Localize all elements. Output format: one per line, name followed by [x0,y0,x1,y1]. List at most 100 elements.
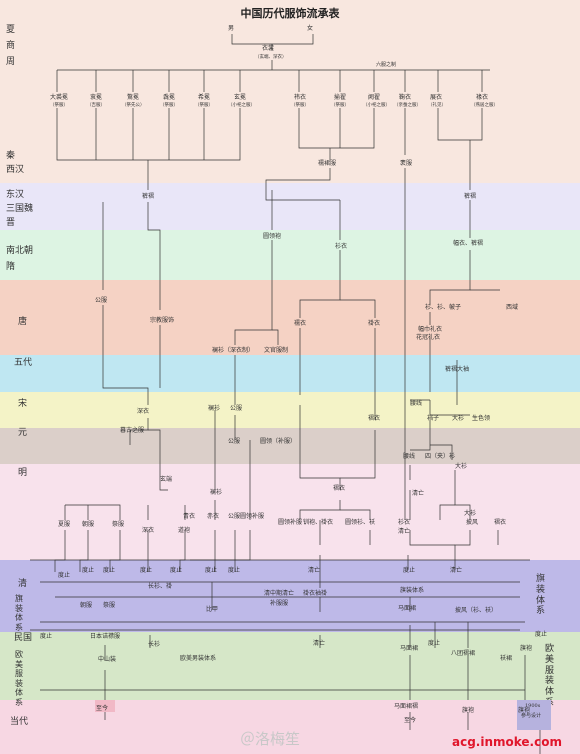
node-zhany-sub: （礼见） [428,101,446,108]
node-guayi2: 褂衣袖褂 [303,589,327,597]
node-zongjiao: 宗教服饰 [150,316,174,324]
connector-lines [30,34,541,754]
node-gunm: 衮冕 [90,93,102,101]
node-xuanduan: 玄端 [160,475,172,483]
node-xiaf: 夏服 [58,521,70,528]
node-fuxing: 幅巾礼衣 [418,325,442,333]
era-minguo-label: 民国 [14,633,33,643]
band-qing [0,560,580,632]
node-qued: 阙翟 [368,93,380,101]
node-duzhi-mg: 度止 [428,639,440,647]
node-lanshan3: 襕衫 [210,488,222,496]
node-qingchi-2: 清亡 [398,527,410,535]
node-bim-sub: （祭先公） [122,101,145,108]
minguo-side-system: 欧美服装体系 [15,650,23,707]
node-mamian2: 马面裙 [400,644,418,652]
node-chaofu2: 朝服 [80,601,92,609]
node-liufu: 六服之制 [376,61,396,68]
node-qipao2: 旗袍 [462,706,474,714]
node-guayi: 褂衣 [368,319,380,327]
node-ruyi: 襦衣 [294,319,306,327]
node-qiaozi-a: 腰线 [410,399,422,407]
node-qizhuang: 旗装体系 [400,586,424,594]
era-xia-label: 夏 [6,25,16,35]
node-changshan2: 长衫 [148,640,160,648]
node-bijia: 比甲 [206,605,218,613]
node-xiyu: 西域 [506,303,518,311]
node-yuanlingpao: 圆领衫、袄 [345,518,375,526]
site-link[interactable]: acg.inmoke.com [452,735,562,749]
node-dashan2: 大衫 [455,462,467,470]
node-yaod-sub: （祭服） [331,101,349,108]
node-zhiqun: 褶衣 [494,518,506,526]
era-nanbei-label: 南北朝 [6,246,34,256]
era-wudai-label: 五代 [14,358,33,368]
node-kuzhe2: 裤褶 [464,192,476,200]
node-gongfu2: 公服 [230,405,242,412]
era-sanguo-label: 三国魏 [6,204,34,214]
node-qingzhong: 清中期清亡 [264,589,294,597]
node-duzhi-4: 度止 [140,566,152,574]
node-yaod: 揄翟 [334,93,346,101]
node-qingchi: 清亡 [313,639,325,647]
node-dayq-sub: （祭服） [50,101,68,108]
node-chuanpao: 钏袍、褂衣 [303,518,333,526]
node-juyi: 鞠衣 [399,93,411,101]
node-duzhi-2: 度止 [82,566,94,574]
era-jin-label: 晋 [6,218,16,228]
node-yeshu: 腰线 [403,452,415,460]
node-jifu2: 祭服 [103,601,115,609]
node-zhongshan: 中山装 [98,655,116,663]
node-labels: 男 女 衣裳 （玄端、深衣） 六服之制 大裘冕 （祭服） 衮冕 （吉服） 鷩冕 … [40,24,547,724]
era-donghan-label: 东汉 [6,190,25,200]
node-1900s: 1900s [525,703,541,709]
node-chiyi: 赤衣 [207,512,219,520]
band-ming [0,464,580,560]
node-yishang-sub: （玄端、深衣） [255,53,287,60]
node-qiaozi: 裆子 [427,414,439,422]
node-yuanlingbf: 圆领补服 [240,512,264,520]
band-nanbei-sui [0,230,580,280]
node-yuanling: 圆领袍 [263,232,281,240]
node-nv: 女 [307,24,313,32]
node-qingyi: 青衣 [183,512,195,520]
node-dashan3: 大衫 [464,509,476,517]
node-cuim: 毳冕 [163,93,175,101]
node-kuzhe3: 裤褶大袖 [445,365,469,373]
node-kuzhe: 裤褶 [142,192,154,200]
node-qingchi-3: 清亡 [308,566,320,574]
node-zhuyi: 褶衣 [333,484,345,492]
node-pifeng2: 披风 [466,518,478,526]
node-jifu: 祭服 [112,520,124,528]
band-wudai [0,355,580,392]
node-riben: 日本诘襟服 [90,632,120,640]
node-bajun: 八团褶裙 [451,649,475,657]
node-bianfu: 暮古之服 [120,426,144,434]
node-gunm-sub: （吉服） [87,102,105,108]
node-mamian: 马面裙 [398,604,416,612]
node-buffu: 补服服 [270,599,288,607]
node-qipao: 旗袍 [520,644,532,652]
node-pifeng3: 披风（衫、袄） [455,606,497,614]
era-zhou-label: 周 [6,57,16,67]
node-qipao3: 旗袍 [518,706,530,714]
qing-right-system: 旗装体系 [536,574,546,617]
node-luy: 褖衣 [476,93,488,101]
node-cuim-sub: （祭服） [160,101,178,108]
node-chaofu: 朝服 [82,520,94,528]
watermark: ＠洛梅笙 [240,730,301,748]
node-qingchi-ming: 清亡 [412,489,424,497]
node-luy-sub: （燕居之服） [471,101,498,108]
highlight-zhijin [95,700,115,712]
node-xim-sub: （祭服） [195,101,213,108]
era-sui-label: 隋 [6,262,16,272]
node-duzhi-minguo: 度止 [40,632,52,640]
node-dayq: 大裘冕 [50,93,68,101]
node-huiy-sub: （祭服） [291,101,309,108]
node-zhuyi-song: 褶衣 [368,414,380,422]
node-xim: 希冕 [198,93,210,101]
node-dashan: 大衫 [452,414,464,422]
node-gongfu4: 公服 [228,513,240,520]
band-tang [0,280,580,355]
